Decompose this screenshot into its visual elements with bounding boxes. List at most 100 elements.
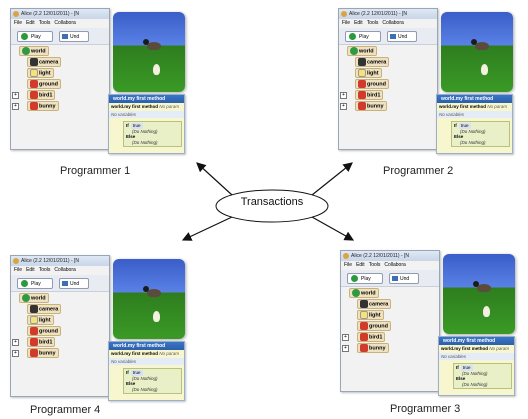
expand-icon[interactable]: + (12, 103, 19, 110)
tree-item-world[interactable]: world (19, 293, 107, 304)
tree-item-bird1[interactable]: +bird1 (12, 337, 107, 348)
menu-item-tools[interactable]: Tools (38, 20, 51, 26)
method-editor: world.my first method world.my first met… (438, 336, 515, 396)
alice-logo-icon (13, 10, 19, 17)
menu-item-edit[interactable]: Edit (26, 267, 35, 273)
tree-item-light[interactable]: light (349, 310, 437, 321)
menu-item-tools[interactable]: Tools (38, 267, 51, 273)
do-nothing-if: (Do Nothing) (132, 128, 158, 134)
if-condition[interactable]: true (130, 123, 143, 129)
expand-icon[interactable]: + (340, 92, 347, 99)
play-button[interactable]: Play (347, 273, 383, 284)
tree-item-light[interactable]: light (347, 68, 435, 79)
method-tab[interactable]: world.my first method (439, 337, 514, 345)
ground-icon (360, 322, 368, 330)
world-view[interactable] (443, 254, 515, 334)
tree-item-ground[interactable]: ground (347, 79, 435, 90)
play-button[interactable]: Play (17, 278, 53, 289)
do-nothing-if: (Do Nothing) (462, 370, 488, 376)
bunny-icon (358, 102, 366, 110)
tree-item-bird1[interactable]: + bird1 (12, 90, 107, 101)
bird-model (473, 281, 491, 292)
menu-item-collabora[interactable]: Collabora (384, 262, 406, 268)
menu-item-tools[interactable]: Tools (366, 20, 379, 26)
undo-button[interactable]: Und (387, 31, 417, 42)
method-name: world.my first method (111, 104, 159, 109)
undo-button[interactable]: Und (59, 31, 89, 42)
if-condition[interactable]: true (460, 365, 473, 371)
tree-item-label: bird1 (39, 92, 53, 99)
tree-item-world[interactable]: world (19, 46, 107, 57)
tree-item-camera[interactable]: camera (347, 57, 435, 68)
expand-icon[interactable]: + (12, 339, 19, 346)
if-keyword: If (126, 123, 129, 128)
undo-button[interactable]: Und (389, 273, 419, 284)
tree-item-label: light (367, 70, 379, 77)
light-icon (358, 69, 366, 77)
tree-item-camera[interactable]: camera (19, 57, 107, 68)
window-titlebar: Alice (2.2 12/01/2011) - [N (11, 9, 109, 19)
if-keyword: If (454, 123, 457, 128)
expand-icon[interactable]: + (12, 92, 19, 99)
tree-item-world[interactable]: world (349, 288, 437, 299)
menu-item-edit[interactable]: Edit (356, 262, 365, 268)
tree-item-bunny[interactable]: +bunny (12, 348, 107, 359)
tree-item-light[interactable]: light (19, 68, 107, 79)
undo-icon (392, 276, 398, 282)
toolbar: Play Und (341, 270, 439, 287)
expand-icon[interactable]: + (12, 350, 19, 357)
tree-item-ground[interactable]: ground (19, 326, 107, 337)
menu-item-collabora[interactable]: Collabora (54, 267, 76, 273)
arrow-to-programmer-4 (181, 216, 233, 241)
tree-item-ground[interactable]: ground (349, 321, 437, 332)
menu-item-tools[interactable]: Tools (368, 262, 381, 268)
menu-item-collabora[interactable]: Collabora (382, 20, 404, 26)
menu-item-file[interactable]: File (14, 267, 23, 273)
tree-item-bunny[interactable]: +bunny (342, 343, 437, 354)
world-view[interactable] (113, 12, 185, 92)
tree-item-bird1[interactable]: +bird1 (342, 332, 437, 343)
tree-item-camera[interactable]: camera (349, 299, 437, 310)
world-view[interactable] (113, 259, 185, 339)
tree-item-bird1[interactable]: +bird1 (340, 90, 435, 101)
tree-item-bunny[interactable]: +bunny (12, 101, 107, 112)
bird1-icon (358, 91, 366, 99)
expand-icon[interactable]: + (342, 345, 349, 352)
expand-icon[interactable]: + (340, 103, 347, 110)
if-condition[interactable]: true (458, 123, 471, 129)
world-icon (350, 47, 358, 55)
menu-item-file[interactable]: File (14, 20, 23, 26)
world-view[interactable] (441, 12, 513, 92)
menu-item-file[interactable]: File (342, 20, 351, 26)
expand-icon[interactable]: + (342, 334, 349, 341)
window-title: Alice (2.2 12/01/2011) - [N (21, 258, 79, 264)
tree-item-label: world (361, 290, 376, 297)
undo-button[interactable]: Und (59, 278, 89, 289)
if-condition[interactable]: true (130, 370, 143, 376)
menu-item-edit[interactable]: Edit (354, 20, 363, 26)
menu-item-file[interactable]: File (344, 262, 353, 268)
method-tab[interactable]: world.my first method (109, 342, 184, 350)
tree-item-camera[interactable]: camera (19, 304, 107, 315)
ground-icon (30, 80, 38, 88)
no-variables-label: No variables (109, 111, 184, 118)
tree-item-ground[interactable]: ground (19, 79, 107, 90)
tree-item-light[interactable]: light (19, 315, 107, 326)
method-tab[interactable]: world.my first method (437, 95, 512, 103)
method-tab[interactable]: world.my first method (109, 95, 184, 103)
menu-item-edit[interactable]: Edit (26, 20, 35, 26)
tree-item-label: world (31, 48, 46, 55)
tree-item-label: camera (39, 59, 59, 66)
play-button[interactable]: Play (345, 31, 381, 42)
menu-item-collabora[interactable]: Collabora (54, 20, 76, 26)
method-header: world.my first method No param (439, 345, 514, 353)
play-button[interactable]: Play (17, 31, 53, 42)
tree-item-bunny[interactable]: +bunny (340, 101, 435, 112)
tree-item-world[interactable]: world (347, 46, 435, 57)
